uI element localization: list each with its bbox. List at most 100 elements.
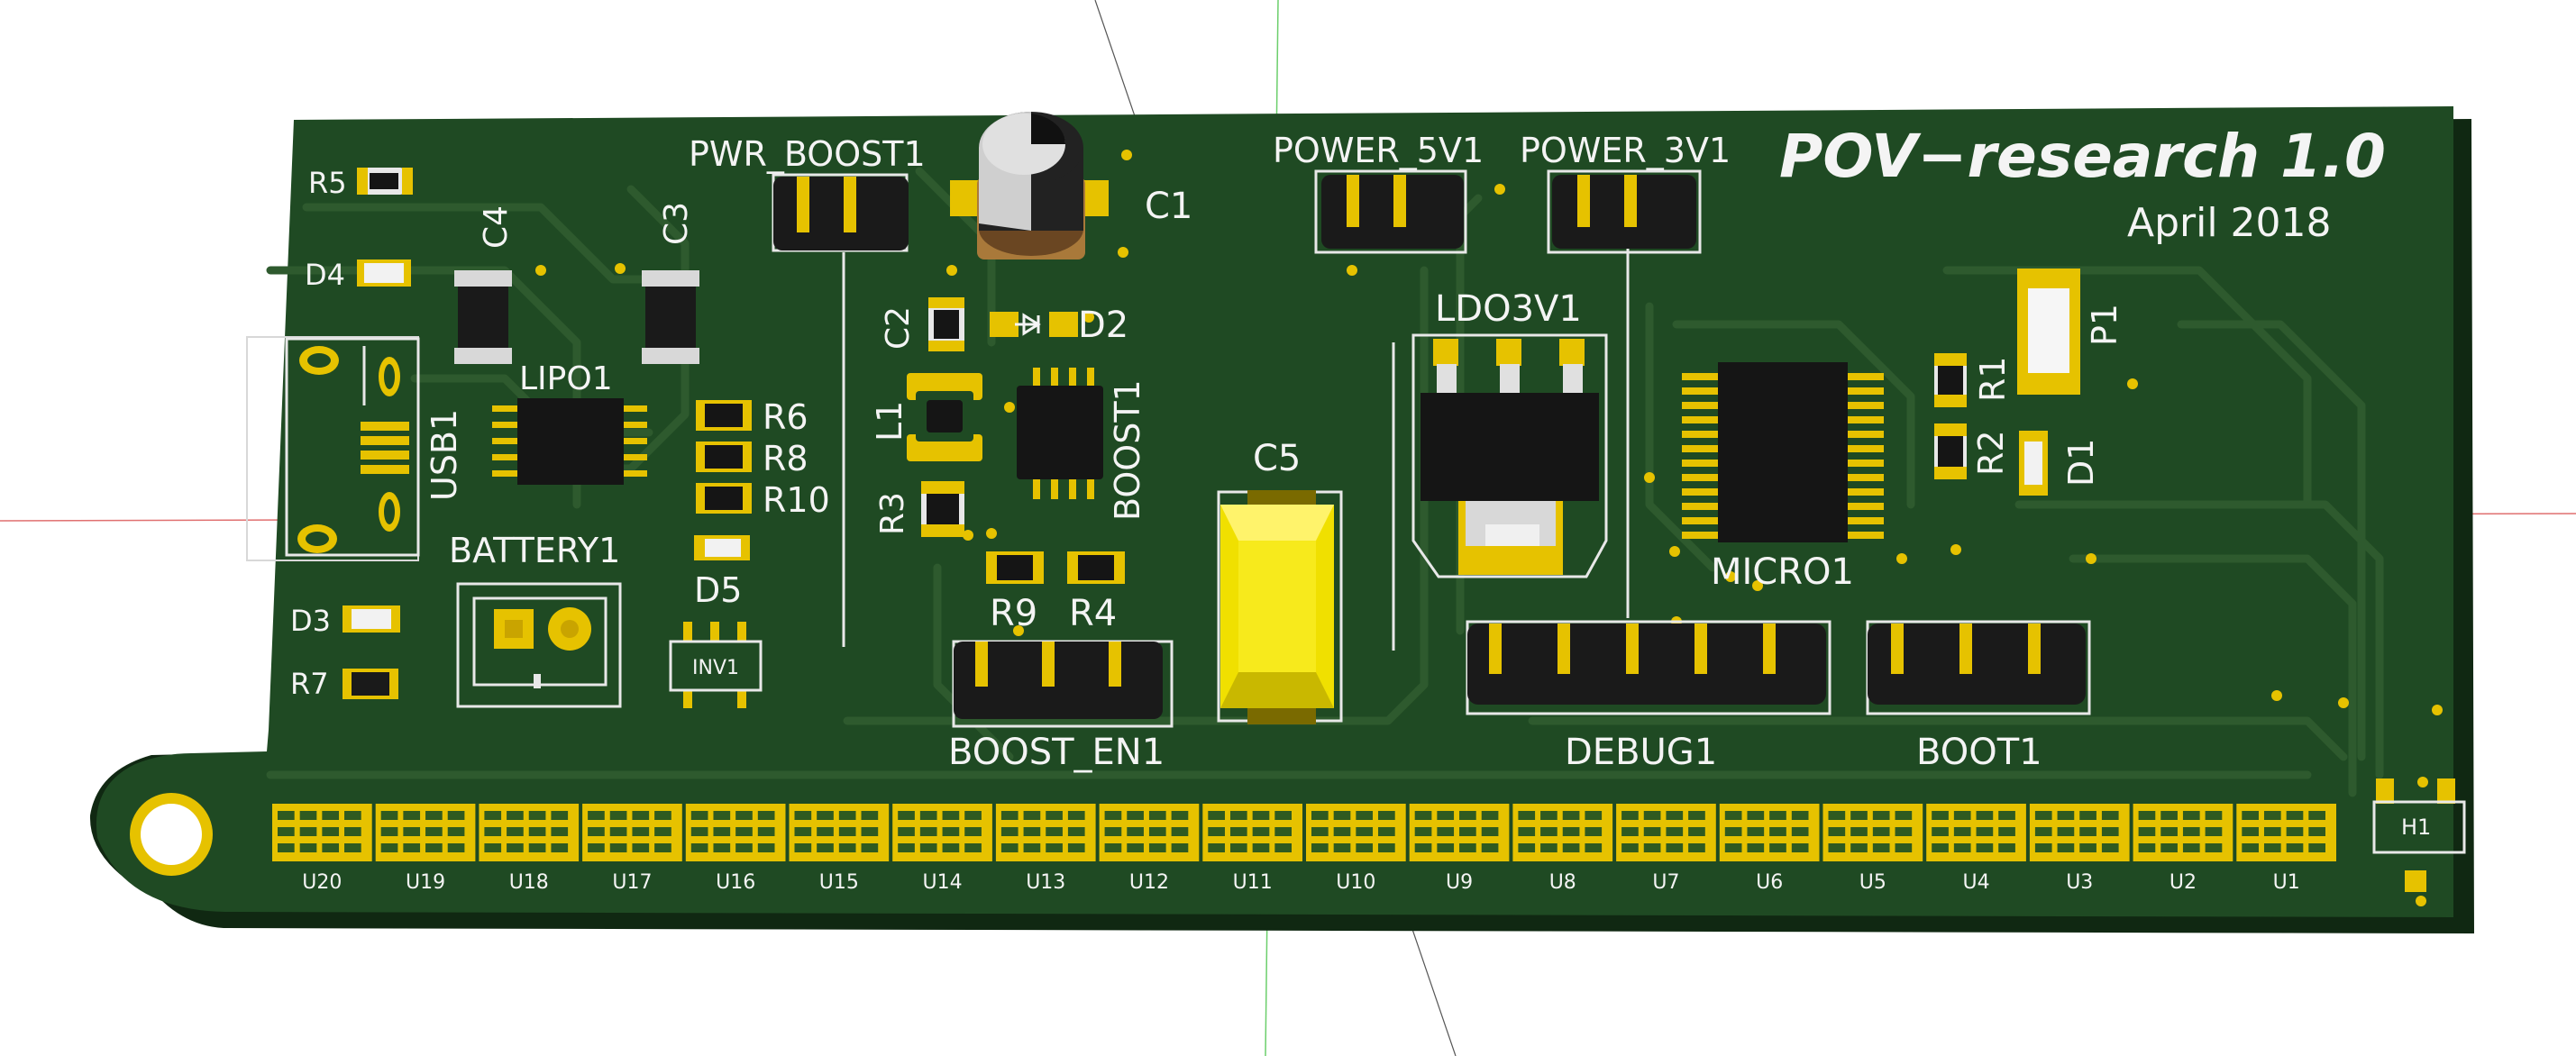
edge-pad-u11 — [1202, 804, 1302, 861]
pin-header-debug1 — [1466, 620, 1832, 715]
label-r8: R8 — [763, 439, 808, 478]
mounting-hole — [141, 804, 202, 865]
label-r9: R9 — [990, 593, 1037, 634]
edge-pad-label: U1 — [2273, 871, 2300, 894]
label-micro1: MICRO1 — [1711, 551, 1854, 593]
board-title: POV−research 1.0 — [1779, 122, 2386, 191]
component-p1 — [2017, 269, 2080, 395]
label-inv1: INV1 — [692, 657, 739, 679]
label-r3: R3 — [874, 492, 911, 535]
edge-pad-u12 — [1099, 804, 1200, 861]
label-boost-en1: BOOST_EN1 — [948, 732, 1165, 773]
edge-pad-label: U9 — [1446, 871, 1473, 894]
led-d1 — [2019, 431, 2048, 496]
edge-pad-u4 — [1926, 804, 2026, 861]
label-debug1: DEBUG1 — [1565, 732, 1717, 773]
edge-pad-label: U15 — [819, 871, 859, 894]
chip-micro1 — [1682, 362, 1884, 542]
capacitor-c1 — [950, 112, 1109, 259]
pin-header-boost-en1 — [952, 640, 1174, 728]
resistor-r5 — [357, 168, 413, 195]
edge-pad-label: U6 — [1756, 871, 1783, 894]
label-r4: R4 — [1069, 593, 1117, 634]
label-c3: C3 — [658, 202, 695, 245]
label-l1: L1 — [870, 401, 909, 442]
capacitor-c3 — [642, 270, 699, 364]
edge-pad-label: U3 — [2066, 871, 2093, 894]
capacitor-c4 — [454, 270, 512, 364]
regulator-ldo3v1 — [1411, 333, 1608, 578]
edge-pad-label: U13 — [1026, 871, 1065, 894]
chip-lipo1 — [492, 398, 647, 485]
pin-header-pwr-boost1 — [772, 173, 909, 252]
resistor-r3 — [921, 481, 964, 537]
label-h1: H1 — [2401, 815, 2431, 840]
label-boot1: BOOT1 — [1916, 732, 2042, 773]
pin-header-boot1 — [1866, 620, 2091, 715]
resistor-r8 — [696, 442, 752, 472]
edge-pad-u3 — [2029, 804, 2130, 861]
component-h1 — [2372, 778, 2466, 892]
edge-pad-label: U10 — [1336, 871, 1375, 894]
label-r1: R1 — [1973, 356, 2013, 402]
edge-pad-u15 — [789, 804, 890, 861]
resistor-r7 — [343, 669, 398, 699]
label-p1: P1 — [2085, 304, 2124, 346]
label-power-5v1: POWER_5V1 — [1273, 131, 1484, 170]
resistor-r2 — [1934, 423, 1967, 479]
edge-pad-label: U7 — [1652, 871, 1679, 894]
edge-pad-label: U18 — [509, 871, 549, 894]
label-power-3v1: POWER_3V1 — [1520, 131, 1731, 170]
label-r10: R10 — [763, 480, 830, 520]
edge-pad-label: U14 — [922, 871, 962, 894]
label-d3: D3 — [290, 604, 331, 638]
edge-pad-label: U19 — [406, 871, 445, 894]
label-r5: R5 — [308, 166, 347, 200]
led-d4 — [357, 259, 411, 287]
pin-header-power-3v1 — [1547, 169, 1702, 254]
edge-pad-u7 — [1616, 804, 1716, 861]
resistor-r6 — [696, 400, 752, 431]
board-date: April 2018 — [2127, 200, 2332, 246]
usb-connector-usb1 — [246, 336, 420, 561]
edge-pad-label: U2 — [2170, 871, 2197, 894]
edge-pad-u8 — [1512, 804, 1613, 861]
edge-pad-label: U4 — [1962, 871, 1989, 894]
label-c5: C5 — [1253, 438, 1301, 479]
led-d5 — [694, 535, 750, 560]
edge-pad-label: U11 — [1233, 871, 1273, 894]
pin-header-power-5v1 — [1314, 169, 1467, 254]
chip-boost1 — [1017, 368, 1103, 499]
diode-d2 — [990, 312, 1078, 337]
label-battery1: BATTERY1 — [449, 531, 620, 570]
edge-pad-u14 — [892, 804, 992, 861]
label-d2: D2 — [1078, 305, 1128, 346]
edge-pad-label: U12 — [1129, 871, 1169, 894]
edge-pad-u16 — [685, 804, 786, 861]
label-lipo1: LIPO1 — [519, 360, 613, 397]
edge-pad-label: U20 — [302, 871, 342, 894]
label-c1: C1 — [1145, 186, 1192, 227]
resistor-r10 — [696, 483, 752, 514]
edge-pad-u13 — [995, 804, 1096, 861]
edge-pad-u2 — [2133, 804, 2233, 861]
label-r7: R7 — [290, 667, 329, 701]
resistor-r1 — [1934, 353, 1967, 407]
label-r2: R2 — [1971, 430, 2011, 476]
edge-pad-label: U17 — [612, 871, 652, 894]
capacitor-c5 — [1217, 490, 1343, 724]
chip-inv1 — [669, 622, 763, 708]
edge-pad-label: U16 — [716, 871, 755, 894]
label-c2: C2 — [880, 306, 917, 350]
edge-pad-u5 — [1822, 804, 1923, 861]
label-d5: D5 — [694, 570, 742, 610]
edge-pad-u1 — [2236, 804, 2336, 861]
edge-pad-u9 — [1409, 804, 1510, 861]
label-ldo3v1: LDO3V1 — [1435, 288, 1582, 330]
label-pwr-boost1: PWR_BOOST1 — [689, 134, 926, 174]
edge-pad-u17 — [582, 804, 682, 861]
resistor-r9 — [986, 551, 1044, 584]
label-c4: C4 — [478, 205, 515, 249]
edge-connector — [272, 804, 2336, 861]
